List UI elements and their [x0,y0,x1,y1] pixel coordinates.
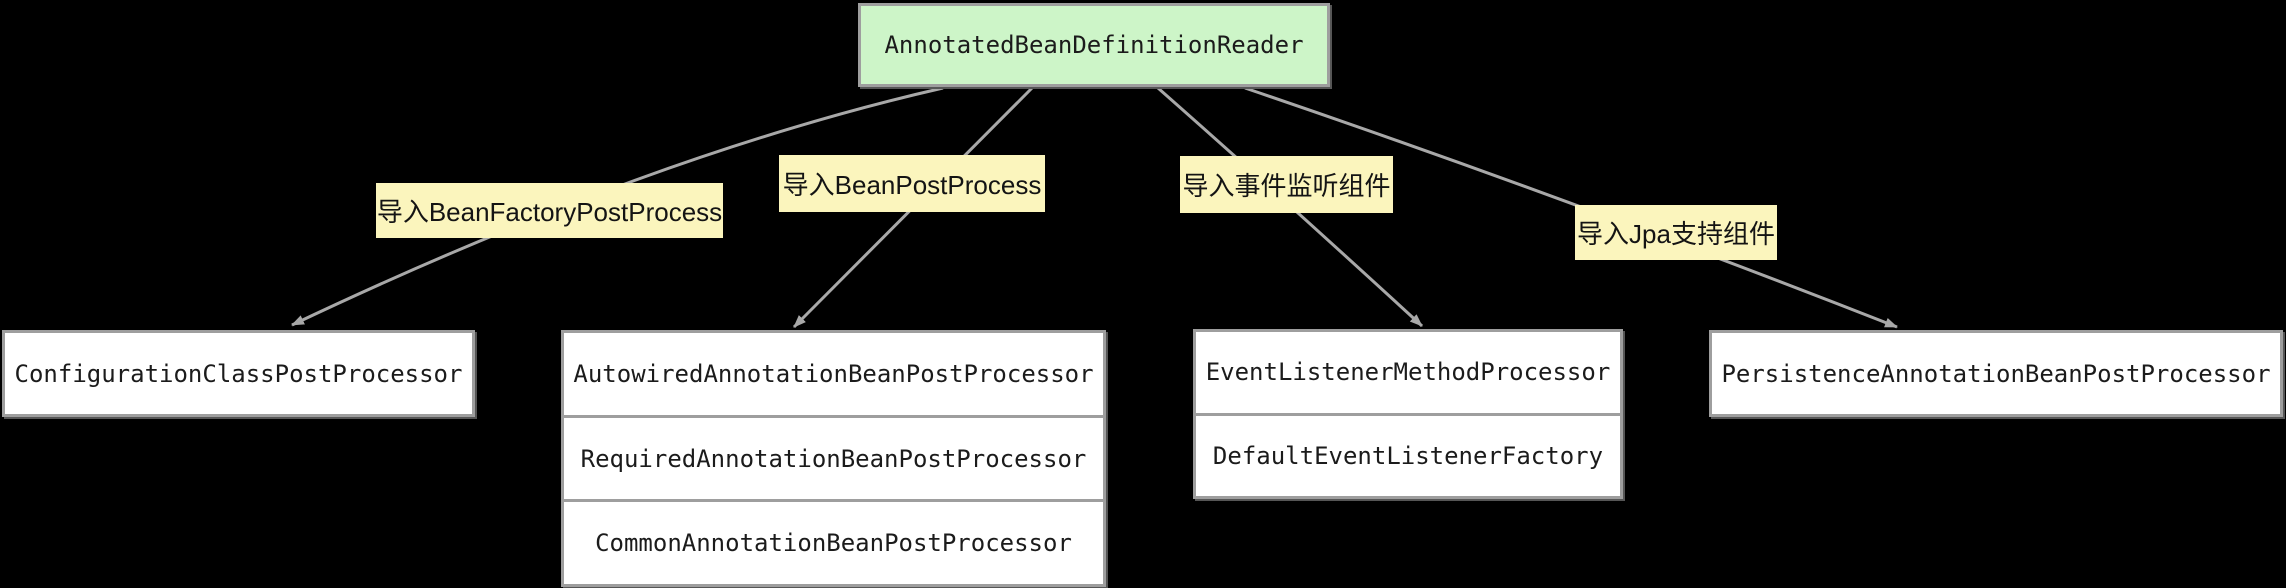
root-node-annotated-bean-definition-reader: AnnotatedBeanDefinitionReader [858,3,1330,87]
node-group-configuration: ConfigurationClassPostProcessor [2,330,475,417]
node-configuration-class-post-processor: ConfigurationClassPostProcessor [5,333,472,414]
edge-label-text: 导入Jpa支持组件 [1577,219,1775,249]
node-label: CommonAnnotationBeanPostProcessor [595,529,1072,558]
node-autowired-annotation-bean-post-processor: AutowiredAnnotationBeanPostProcessor [564,333,1103,415]
node-label: PersistenceAnnotationBeanPostProcessor [1721,359,2271,388]
node-label: EventListenerMethodProcessor [1205,358,1611,387]
root-node-label: AnnotatedBeanDefinitionReader [884,31,1304,59]
node-label: RequiredAnnotationBeanPostProcessor [580,444,1087,473]
node-label: AutowiredAnnotationBeanPostProcessor [573,359,1094,388]
edge-to-persistence-processor [1244,86,1898,329]
node-group-event-listener: EventListenerMethodProcessor DefaultEven… [1193,329,1623,499]
edge-label-import-event-listener-components: 导入事件监听组件 [1180,156,1393,213]
node-common-annotation-bean-post-processor: CommonAnnotationBeanPostProcessor [564,499,1103,585]
edge-label-import-jpa-support-components: 导入Jpa支持组件 [1575,205,1777,260]
edge-label-text: 导入BeanPostProcess [782,170,1042,200]
node-persistence-annotation-bean-post-processor: PersistenceAnnotationBeanPostProcessor [1712,333,2280,414]
edge-to-configuration-class-post-processor [291,86,944,327]
node-event-listener-method-processor: EventListenerMethodProcessor [1196,332,1620,413]
node-group-persistence: PersistenceAnnotationBeanPostProcessor [1709,330,2283,417]
node-label: ConfigurationClassPostProcessor [14,359,463,388]
node-label: DefaultEventListenerFactory [1212,441,1604,470]
node-default-event-listener-factory: DefaultEventListenerFactory [1196,412,1620,496]
edge-label-import-bean-factory-post-process: 导入BeanFactoryPostProcess [376,183,723,238]
edge-label-import-bean-post-process: 导入BeanPostProcess [779,155,1045,212]
node-required-annotation-bean-post-processor: RequiredAnnotationBeanPostProcessor [564,414,1103,500]
edge-label-text: 导入BeanFactoryPostProcess [376,197,723,227]
edge-label-text: 导入事件监听组件 [1182,171,1391,201]
node-group-bean-post-processors: AutowiredAnnotationBeanPostProcessor Req… [561,330,1106,587]
